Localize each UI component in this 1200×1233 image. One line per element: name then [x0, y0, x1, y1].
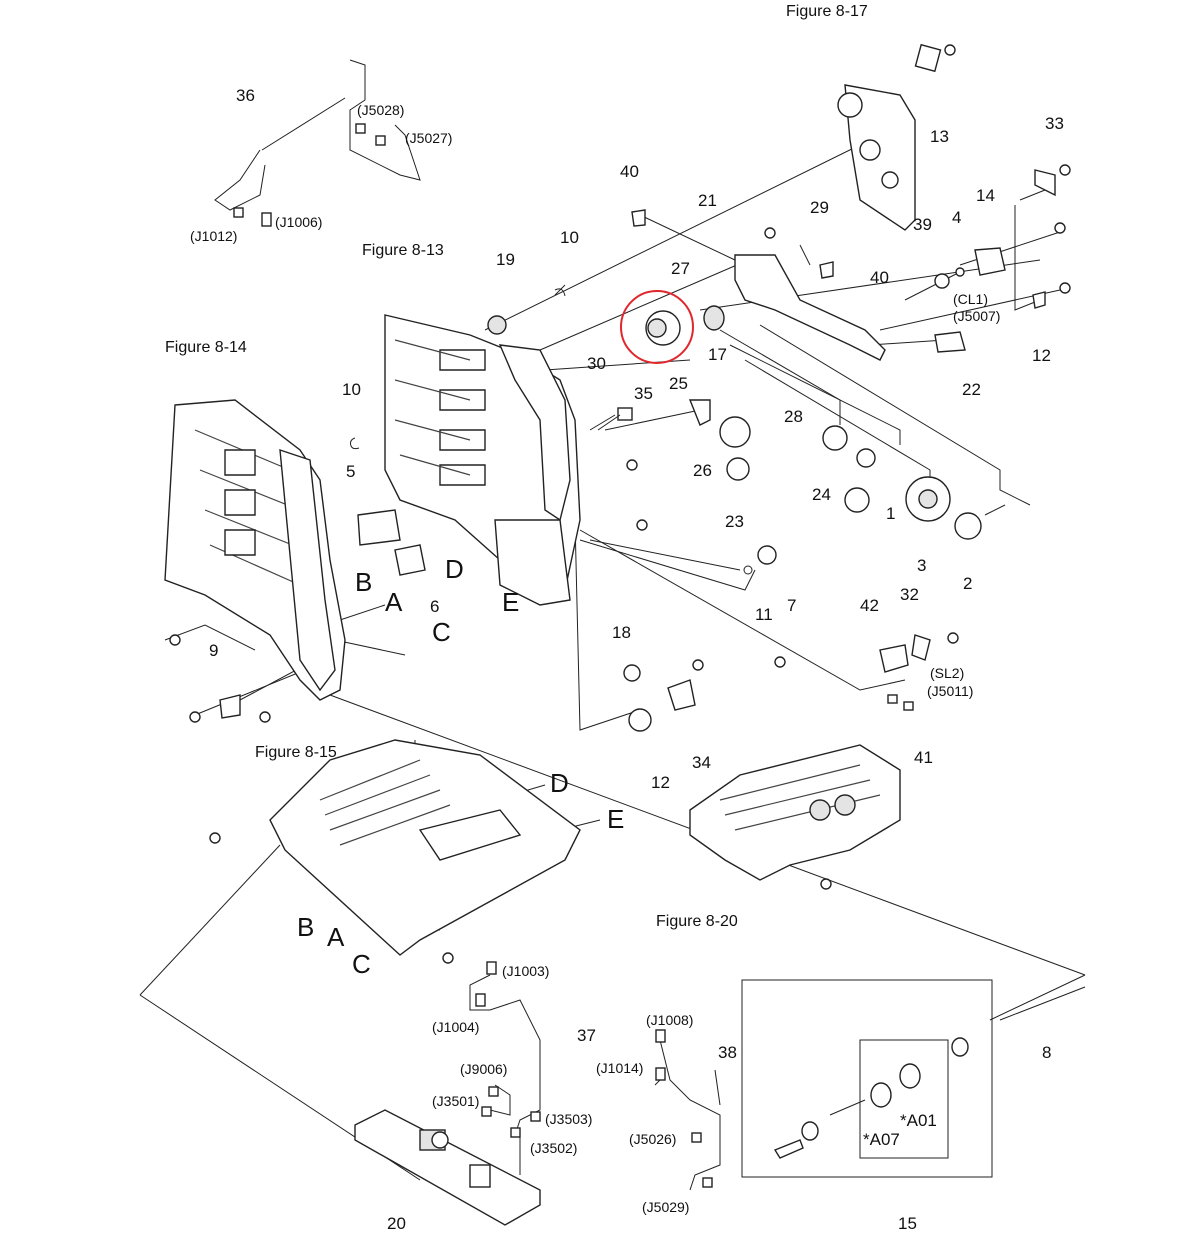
callout-2: 2 — [963, 574, 972, 593]
paper-feed-assembly-8-20 — [689, 744, 901, 881]
connector-j5028: (J5028) — [357, 102, 404, 118]
connector-j5011: (J5011) — [927, 683, 973, 699]
letter-d-bottom: D — [550, 768, 569, 798]
callout-21: 21 — [698, 191, 717, 210]
figure-references: Figure 8-17 Figure 8-13 Figure 8-14 Figu… — [165, 3, 868, 930]
callout-4: 4 — [952, 208, 961, 227]
connector-j3502: (J3502) — [530, 1140, 577, 1156]
figure-ref-8-20: Figure 8-20 — [656, 913, 738, 930]
connector-j5027: (J5027) — [405, 130, 452, 146]
callout-10-left: 10 — [342, 380, 361, 399]
letter-c-top: C — [432, 617, 451, 647]
callout-17: 17 — [708, 345, 727, 364]
callout-40-top: 40 — [620, 162, 639, 181]
center-frame — [384, 314, 581, 606]
callout-11: 11 — [755, 605, 773, 624]
callout-1: 1 — [886, 504, 895, 523]
callout-19: 19 — [496, 250, 515, 269]
connector-j1008: (J1008) — [646, 1012, 693, 1028]
drive-assembly-8-17 — [837, 84, 916, 231]
power-supply-board — [354, 1109, 541, 1226]
connector-j1012: (J1012) — [190, 228, 237, 244]
letter-e-top: E — [502, 587, 519, 617]
letter-a-bottom: A — [327, 922, 345, 952]
left-side-frame — [164, 399, 346, 701]
callout-5: 5 — [346, 462, 355, 481]
callout-26: 26 — [693, 461, 712, 480]
callout-33: 33 — [1045, 114, 1064, 133]
connector-cl1: (CL1) — [953, 291, 988, 307]
callout-14: 14 — [976, 186, 995, 205]
letter-d-top: D — [445, 554, 464, 584]
callout-42: 42 — [860, 596, 879, 615]
drive-bracket — [734, 254, 886, 361]
letter-a-top: A — [385, 587, 403, 617]
callout-30: 30 — [587, 354, 606, 373]
callout-15: 15 — [898, 1214, 917, 1233]
callout-27: 27 — [671, 259, 690, 278]
connector-j5026: (J5026) — [629, 1131, 676, 1147]
callout-40-right: 40 — [870, 268, 889, 287]
callout-39: 39 — [913, 215, 932, 234]
callout-8: 8 — [1042, 1043, 1051, 1062]
callout-24: 24 — [812, 485, 831, 504]
letter-e-bottom: E — [607, 804, 624, 834]
connector-j5007: (J5007) — [953, 308, 1000, 324]
callout-38: 38 — [718, 1043, 737, 1062]
connector-j3501: (J3501) — [432, 1093, 479, 1109]
callout-20: 20 — [387, 1214, 406, 1233]
callout-13: 13 — [930, 127, 949, 146]
connector-j1004: (J1004) — [432, 1019, 479, 1035]
figure-ref-8-15: Figure 8-15 — [255, 744, 337, 761]
callout-28: 28 — [784, 407, 803, 426]
connector-j9006: (J9006) — [460, 1061, 507, 1077]
alignment-letters: A B C D E A B C D E — [297, 554, 624, 979]
callout-18: 18 — [612, 623, 631, 642]
callout-6: 6 — [430, 597, 439, 616]
connector-j3503: (J3503) — [545, 1111, 592, 1127]
callout-32: 32 — [900, 585, 919, 604]
subassembly-labels: *A01 *A07 — [863, 1111, 937, 1149]
label-a01: *A01 — [900, 1111, 937, 1130]
callout-35: 35 — [634, 384, 653, 403]
letter-b-bottom: B — [297, 912, 314, 942]
callout-12-right: 12 — [1032, 346, 1051, 365]
label-a07: *A07 — [863, 1130, 900, 1149]
connector-j1014: (J1014) — [596, 1060, 643, 1076]
callout-12-bottom: 12 — [651, 773, 670, 792]
callout-7: 7 — [787, 596, 796, 615]
callout-22: 22 — [962, 380, 981, 399]
bottom-frame-8-15 — [269, 739, 581, 956]
connector-j1003: (J1003) — [502, 963, 549, 979]
callout-numbers: 1 2 3 4 5 6 7 8 9 10 10 11 12 12 13 14 1… — [209, 86, 1064, 1233]
callout-34: 34 — [692, 753, 711, 772]
callout-23: 23 — [725, 512, 744, 531]
callout-25: 25 — [669, 374, 688, 393]
figure-ref-8-14: Figure 8-14 — [165, 339, 247, 356]
connector-labels: (J5028) (J5027) (J1012) (J1006) (CL1) (J… — [190, 102, 1000, 1215]
small-parts — [169, 43, 1086, 1188]
callout-36: 36 — [236, 86, 255, 105]
figure-ref-8-13: Figure 8-13 — [362, 242, 444, 259]
callout-9: 9 — [209, 641, 218, 660]
callout-29: 29 — [810, 198, 829, 217]
callout-10-top: 10 — [560, 228, 579, 247]
callout-41: 41 — [914, 748, 933, 767]
connector-j1006: (J1006) — [275, 214, 322, 230]
callout-3: 3 — [917, 556, 926, 575]
letter-b-top: B — [355, 567, 372, 597]
connector-sl2: (SL2) — [930, 665, 964, 681]
connector-j5029: (J5029) — [642, 1199, 689, 1215]
letter-c-bottom: C — [352, 949, 371, 979]
highlight-circle — [620, 290, 694, 364]
figure-ref-8-17: Figure 8-17 — [786, 3, 868, 20]
callout-37: 37 — [577, 1026, 596, 1045]
